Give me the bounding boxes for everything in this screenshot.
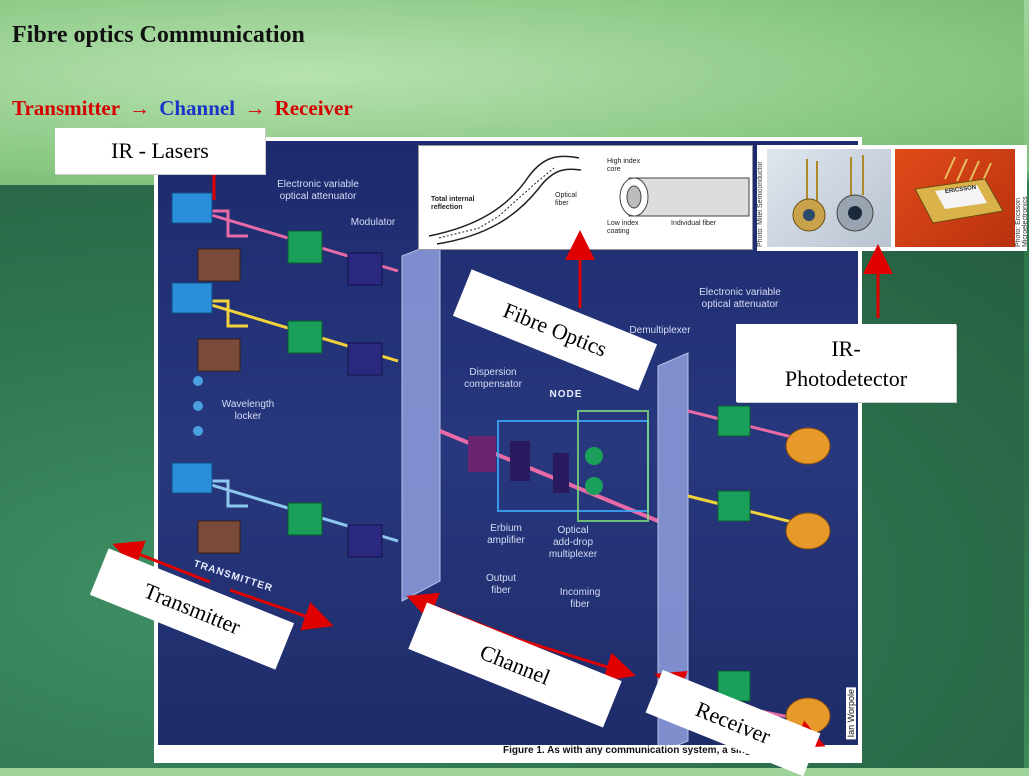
- label-optical-fiber: Optical fiber: [555, 192, 577, 207]
- label-attenuator-rx: Electronic variable optical attenuator: [699, 287, 781, 310]
- signal-flow-heading: Transmitter → Channel → Receiver: [12, 96, 353, 121]
- photo-credit-right: Photo: Ericsson Microelectronics: [1015, 196, 1029, 247]
- figure-drawing: [171, 192, 831, 754]
- label-total-internal-reflection: Total internal reflection: [431, 196, 475, 211]
- label-attenuator-tx: Electronic variable optical attenuator: [277, 179, 359, 202]
- label-erbium-amplifier: Erbium amplifier: [487, 523, 525, 546]
- flow-receiver: Receiver: [274, 96, 353, 120]
- label-modulator: Modulator: [350, 217, 396, 228]
- label-low-index-coating: Low index coating: [607, 220, 639, 235]
- flow-transmitter: Transmitter: [12, 96, 120, 120]
- photo-credit-left: Photo: Mitel Semiconductor: [757, 161, 764, 247]
- callout-ir-photodetector: IR- Photodetector: [736, 324, 956, 402]
- slide-title: Fibre optics Communication: [12, 22, 305, 48]
- figure-caption: Figure 1. As with any communication syst…: [158, 745, 858, 759]
- callout-ir-lasers: IR - Lasers: [55, 128, 265, 174]
- fiber-diagram: [428, 155, 750, 245]
- label-individual-fiber: Individual fiber: [671, 220, 717, 227]
- photodetector-module-photo: ERICSSON: [895, 149, 1015, 247]
- label-node: NODE: [549, 389, 583, 400]
- photodetector-photos-inset: Photo: Mitel Semiconductor ERICSSON Phot…: [757, 145, 1029, 251]
- label-demultiplexer: Demultiplexer: [629, 325, 691, 336]
- flow-arrow-icon: →: [244, 96, 266, 120]
- fiber-diagram-inset: Total internal reflection Optical fiber …: [418, 145, 753, 250]
- callout-ir-photodetector-line1: IR-: [831, 336, 861, 361]
- laser-block: [171, 192, 213, 494]
- figure-credit: Ian Worpole: [846, 686, 856, 739]
- callout-ir-photodetector-line2: Photodetector: [784, 366, 908, 391]
- flow-channel: Channel: [159, 96, 236, 120]
- label-incoming-fiber: Incoming fiber: [559, 587, 601, 610]
- flow-arrow-icon: →: [128, 96, 150, 120]
- label-output-fiber: Output fiber: [485, 573, 517, 596]
- label-add-drop-multiplexer: Optical add-drop multiplexer: [548, 525, 598, 560]
- label-high-index-core: High index core: [607, 158, 641, 173]
- label-wavelength-locker: Wavelength locker: [221, 399, 275, 422]
- label-dispersion-compensator: Dispersion compensator: [464, 367, 522, 390]
- photodiode-photo: [767, 149, 891, 247]
